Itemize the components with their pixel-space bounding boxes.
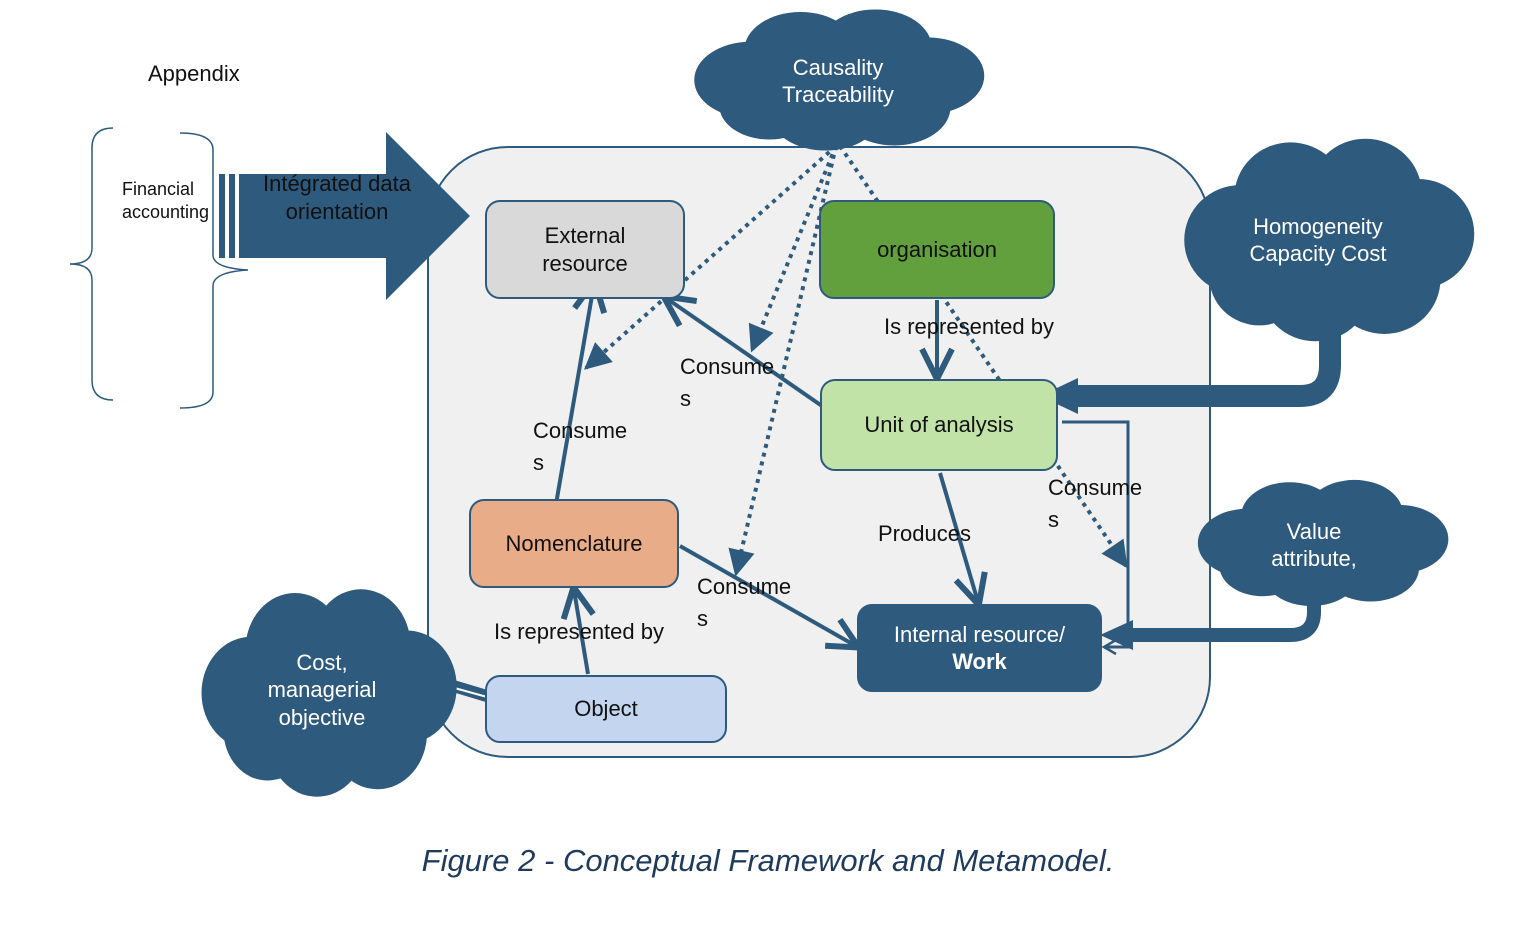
cloud-homogeneity-label: Homogeneity Capacity Cost: [1249, 213, 1387, 267]
edge-nom-internal: [679, 544, 856, 646]
edge-unit-internal: [938, 472, 978, 602]
edge-label-object-nom: Is represented by: [494, 619, 664, 644]
cloud-cost-label: Cost, managerial objective: [267, 649, 377, 730]
node-external-resource-label: External resource: [542, 223, 628, 276]
node-external-resource-box: [485, 200, 685, 299]
edge-label-nom-external: Consume s: [533, 418, 628, 475]
homogeneity-connector: [1075, 315, 1341, 407]
node-internal-resource: Internal resource/ Work: [858, 605, 1101, 691]
node-unit-of-analysis-label: Unit of analysis: [864, 412, 1014, 438]
integrated-data-orientation-label: Intégrated data orientation: [262, 171, 411, 224]
financial-accounting-label: Financial accounting: [122, 179, 210, 222]
unit-to-internal-bracket: [1062, 420, 1130, 649]
node-object-box: [485, 675, 727, 743]
integrated-data-arrow: [219, 132, 470, 300]
figure-caption: Figure 2 - Conceptual Framework and Meta…: [421, 843, 1115, 878]
edge-label-unit-internal: Consume s: [1048, 475, 1143, 532]
edge-label-nom-internal: Consume s: [697, 574, 792, 631]
value-connector: [1130, 582, 1321, 642]
cloud-value-label: Value attribute,: [1271, 518, 1357, 572]
node-unit-of-analysis-box: [820, 379, 1058, 471]
appendix-heading: Appendix: [148, 61, 240, 86]
right-brace: [179, 132, 249, 409]
edge-label-unit-external: Consume s: [680, 354, 775, 411]
node-work-label: Work: [952, 649, 1007, 674]
node-internal-resource-label: Internal resource/: [893, 621, 1066, 647]
edge-unit-external: [666, 298, 824, 408]
left-brace: [69, 127, 114, 401]
node-nomenclature-box: [469, 499, 679, 588]
node-internal-resource-box: [857, 604, 1102, 692]
edge-nom-external: [553, 284, 594, 511]
cloud-causality-label: Causality Traceability: [782, 54, 894, 108]
node-organisation-box: [819, 200, 1055, 299]
node-nomenclature-label: Nomenclature: [505, 530, 643, 556]
edge-label-produces: Produces: [878, 521, 971, 546]
node-object-label: Object: [574, 696, 638, 722]
edge-label-org-unit: Is represented by: [884, 314, 1054, 339]
node-organisation-label: organisation: [877, 236, 997, 262]
edge-object-nom: [574, 590, 588, 675]
